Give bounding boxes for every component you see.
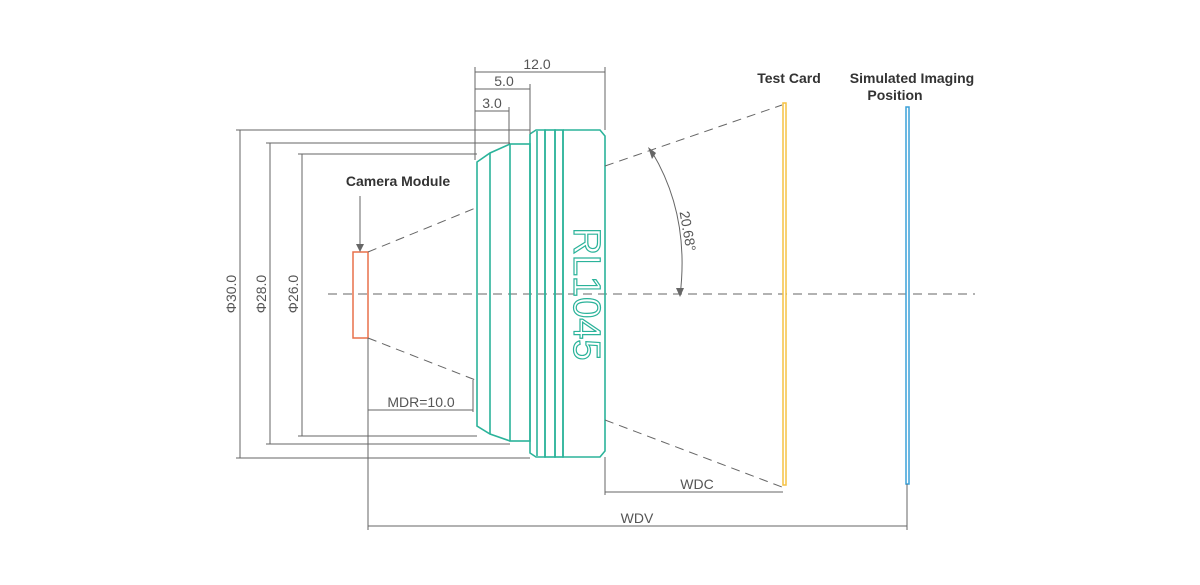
- front-ray-top: [604, 104, 783, 167]
- dim-phi30: Φ30.0: [223, 275, 239, 314]
- camera-module-label: Camera Module: [346, 173, 450, 189]
- angle-arrow-top: [648, 147, 656, 159]
- dim-mdr: MDR=10.0: [387, 394, 455, 410]
- test-card-plane: [782, 102, 787, 486]
- test-card-label: Test Card: [757, 70, 821, 86]
- camera-module-rect: [352, 251, 369, 339]
- lens-model-label: RL1045: [565, 227, 607, 360]
- fov-angle-arc: [651, 151, 683, 297]
- imaging-label-line2: Position: [867, 87, 922, 103]
- dim-12: 12.0: [523, 56, 550, 72]
- dim-5: 5.0: [494, 73, 514, 89]
- front-ray-bottom: [604, 419, 783, 488]
- angle-arrow-bottom: [676, 288, 684, 297]
- sensor-ray-bottom: [367, 337, 479, 382]
- fov-angle-label: 20.68°: [677, 210, 700, 253]
- dim-wdv: WDV: [621, 510, 654, 526]
- camera-module-arrow: [356, 244, 364, 252]
- dim-3: 3.0: [482, 95, 502, 111]
- dim-phi26: Φ26.0: [285, 275, 301, 314]
- dim-phi28: Φ28.0: [253, 275, 269, 314]
- top-dimensions: [474, 67, 606, 160]
- imaging-plane: [905, 106, 910, 485]
- sensor-ray-top: [367, 206, 479, 253]
- imaging-label-line1: Simulated Imaging: [850, 70, 974, 86]
- diameter-dimensions: [236, 129, 530, 459]
- dim-wdc: WDC: [680, 476, 713, 492]
- lens-body: [476, 129, 606, 458]
